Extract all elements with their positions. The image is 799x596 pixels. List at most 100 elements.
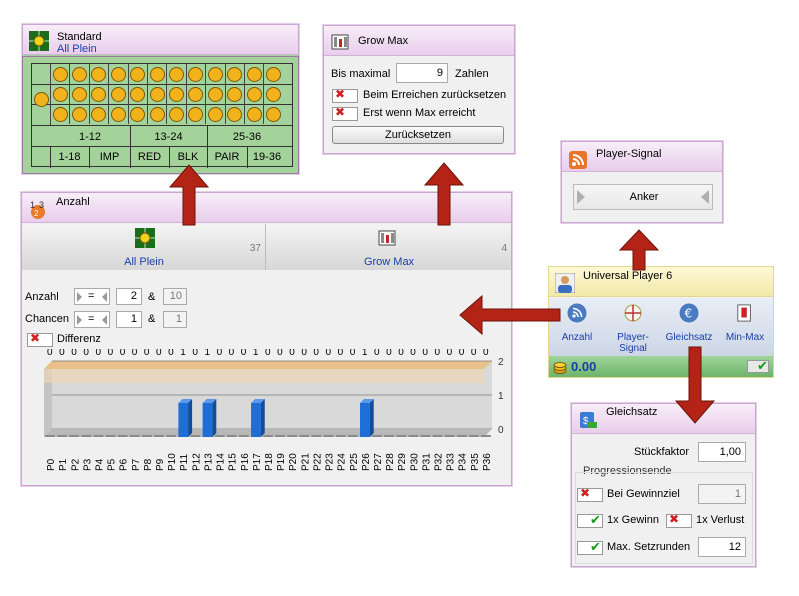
roulette-number-cell[interactable] — [243, 64, 263, 84]
roulette-number-cell[interactable] — [166, 64, 185, 84]
count-label: 0 — [459, 349, 465, 358]
roulette-number-cell[interactable] — [108, 84, 127, 104]
tab-player-signal[interactable]: Player-Signal — [605, 298, 661, 356]
count-label: 0 — [108, 349, 114, 358]
bis-maximal-input[interactable]: 9 — [396, 63, 448, 83]
roulette-number-cell[interactable] — [69, 104, 88, 124]
roulette-number-cell[interactable] — [243, 84, 263, 104]
chancen-max-input[interactable]: 1 — [163, 311, 187, 328]
count-label: 0 — [398, 349, 404, 358]
chancen-operator-select[interactable]: = — [74, 311, 110, 328]
verlust-checkbox[interactable]: ✖ — [666, 512, 692, 528]
tab-anzahl-label: Anzahl — [561, 332, 593, 343]
roulette-number-cell[interactable] — [166, 84, 185, 104]
roulette-number-cell[interactable] — [127, 84, 147, 104]
roulette-number-cell[interactable] — [88, 64, 108, 84]
roulette-number-cell[interactable] — [50, 64, 69, 84]
universal-header: Universal Player 6 — [549, 267, 773, 297]
reset-on-reach-checkbox[interactable]: ✖ — [332, 87, 358, 103]
roulette-number-cell[interactable] — [127, 104, 147, 124]
roulette-number-cell[interactable] — [108, 64, 127, 84]
bar — [214, 435, 225, 437]
roulette-number-cell[interactable] — [263, 64, 282, 84]
anker-selector[interactable]: Anker — [573, 184, 713, 210]
stueckfaktor-input[interactable]: 1,00 — [698, 442, 746, 462]
zahlen-label: Zahlen — [455, 68, 489, 80]
roulette-number-cell[interactable] — [88, 104, 108, 124]
tab-gleichsatz[interactable]: € Gleichsatz — [661, 298, 717, 356]
bar — [456, 435, 467, 437]
roulette-number-cell[interactable] — [185, 84, 205, 104]
chancen-value-input[interactable]: 1 — [116, 311, 142, 328]
grow-max-label: Grow Max — [363, 256, 415, 268]
bar — [335, 435, 346, 437]
roulette-table[interactable]: 1-12 13-24 25-36 1-18 IMP RED BLK PAIR 1… — [22, 56, 299, 174]
chip-icon — [72, 66, 88, 82]
anzahl-operator-select[interactable]: = — [74, 288, 110, 305]
player-signal-panel: Player-Signal Anker — [561, 141, 723, 223]
bet-blk[interactable]: BLK — [177, 151, 199, 163]
dozen-2-label[interactable]: 13-24 — [154, 131, 183, 143]
bet-19-36[interactable]: 19-36 — [252, 151, 282, 163]
dozen-1-label[interactable]: 1-12 — [78, 131, 102, 143]
reset-button[interactable]: Zurücksetzen — [332, 126, 504, 144]
bar-top — [360, 399, 374, 403]
count-label: 0 — [168, 349, 174, 358]
roulette-number-cell[interactable] — [243, 104, 263, 124]
active-checkbox[interactable]: ✔ — [747, 358, 769, 373]
x-tick-label: P4 — [94, 458, 105, 471]
universal-title: Universal Player 6 — [583, 270, 673, 282]
tab-anzahl[interactable]: Anzahl — [549, 298, 605, 356]
roulette-number-cell[interactable] — [205, 64, 224, 84]
max-setzrunden-checkbox[interactable]: ✔ — [577, 539, 603, 555]
anzahl-value-input[interactable]: 2 — [116, 288, 142, 305]
only-when-max-checkbox[interactable]: ✖ — [332, 105, 358, 121]
roulette-number-cell[interactable] — [146, 104, 166, 124]
roulette-number-cell[interactable] — [263, 84, 282, 104]
roulette-number-cell[interactable] — [69, 64, 88, 84]
bei-gewinnziel-label: Bei Gewinnziel — [607, 488, 680, 500]
differenz-checkbox[interactable]: ✖ — [27, 331, 53, 347]
roulette-number-cell[interactable] — [127, 64, 147, 84]
roulette-number-cell[interactable] — [224, 64, 244, 84]
bet-1-18[interactable]: 1-18 — [58, 151, 81, 163]
roulette-number-cell[interactable] — [166, 104, 185, 124]
roulette-number-cell[interactable] — [185, 64, 205, 84]
bar — [251, 403, 261, 437]
anzahl-max-input[interactable]: 10 — [163, 288, 187, 305]
zero-chip[interactable] — [34, 92, 49, 107]
source-all-plein[interactable]: All Plein 37 — [22, 224, 266, 270]
count-label: 0 — [229, 349, 235, 358]
bet-pair[interactable]: PAIR — [214, 151, 240, 163]
roulette-number-cell[interactable] — [50, 84, 69, 104]
y-tick-label: 2 — [498, 357, 504, 368]
dozen-3-label[interactable]: 25-36 — [232, 131, 262, 143]
roulette-number-cell[interactable] — [146, 84, 166, 104]
roulette-number-cell[interactable] — [224, 104, 244, 124]
tab-min-max[interactable]: Min-Max — [717, 298, 773, 356]
bet-imp[interactable]: IMP — [99, 151, 120, 163]
max-setzrunden-input[interactable]: 12 — [698, 537, 746, 557]
roulette-number-cell[interactable] — [224, 84, 244, 104]
gewinn-checkbox[interactable]: ✔ — [577, 512, 603, 528]
source-grow-max[interactable]: Grow Max 4 — [267, 224, 511, 270]
roulette-number-cell[interactable] — [205, 84, 224, 104]
bar — [45, 435, 55, 437]
bar — [468, 435, 479, 437]
roulette-number-cell[interactable] — [185, 104, 205, 124]
bei-gewinnziel-input[interactable]: 1 — [698, 484, 746, 504]
roulette-number-cell[interactable] — [146, 64, 166, 84]
x-tick-label: P12 — [191, 453, 202, 471]
bar — [117, 435, 128, 437]
roulette-number-cell[interactable] — [69, 84, 88, 104]
bet-red[interactable]: RED — [137, 151, 162, 163]
roulette-number-cell[interactable] — [50, 104, 69, 124]
roulette-number-cell[interactable] — [88, 84, 108, 104]
roulette-number-cell[interactable] — [263, 104, 282, 124]
x-tick-label: P33 — [446, 453, 457, 471]
bar-top — [202, 399, 217, 403]
chip-icon — [52, 86, 68, 102]
roulette-number-cell[interactable] — [205, 104, 224, 124]
roulette-number-cell[interactable] — [108, 104, 127, 124]
bei-gewinnziel-checkbox[interactable]: ✖ — [577, 486, 603, 502]
